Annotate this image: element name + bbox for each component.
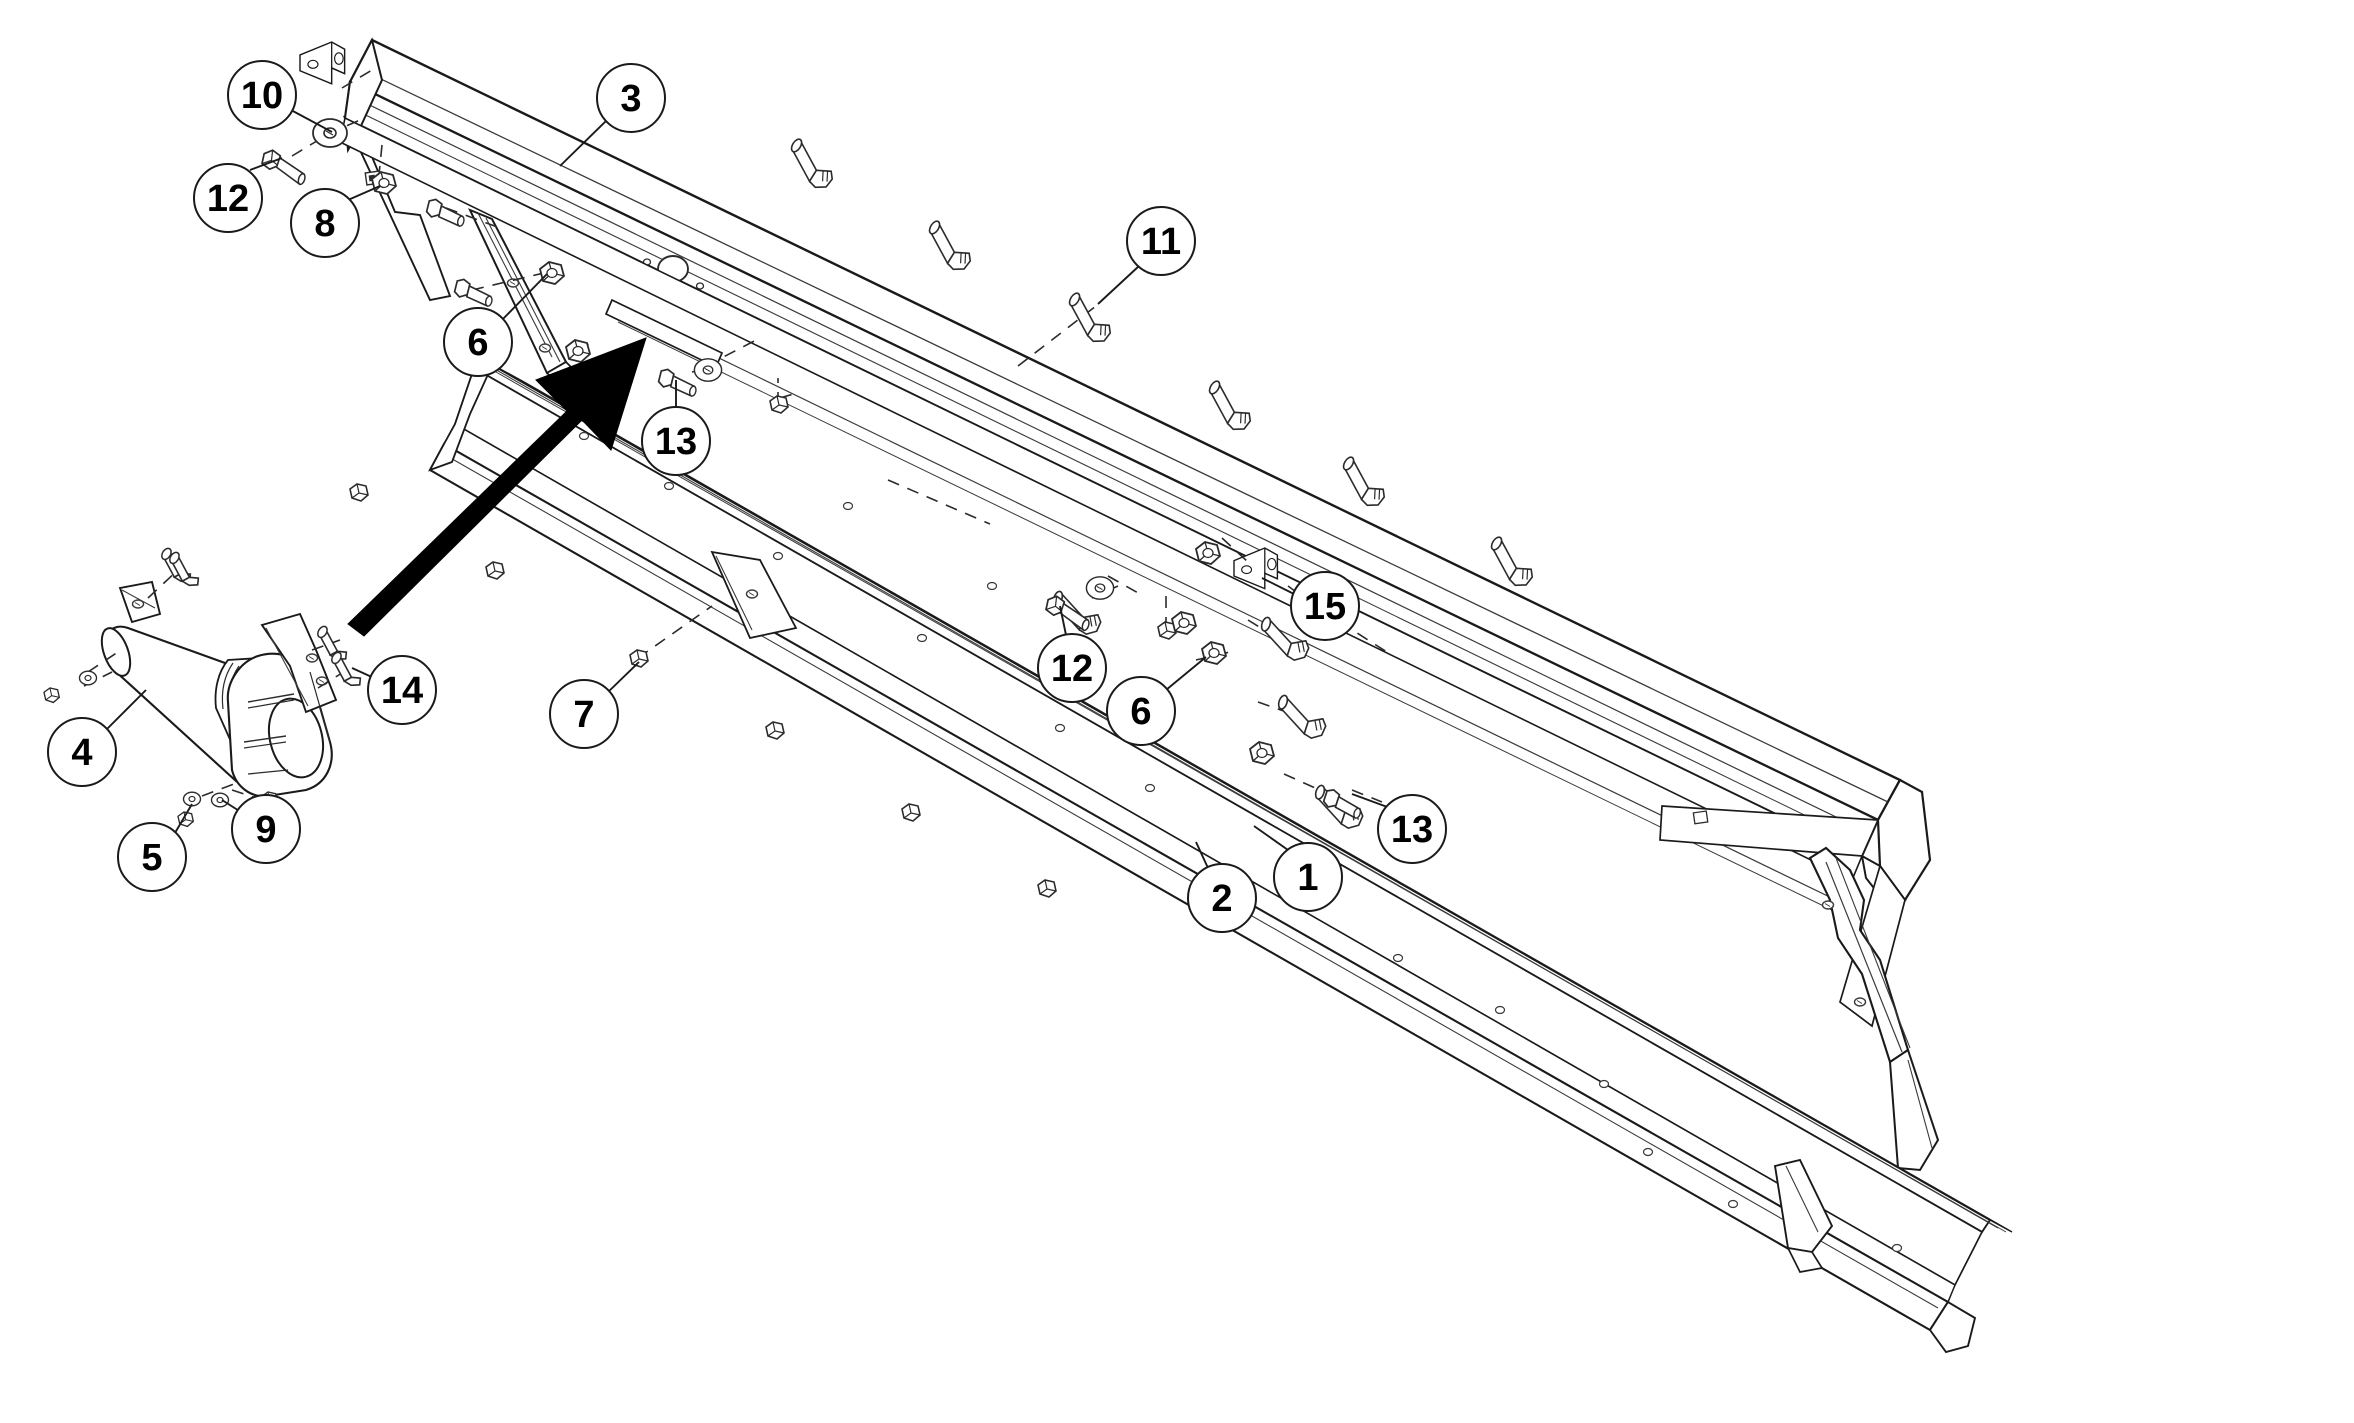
small-washer-5a: [182, 791, 202, 807]
callout-label-13-center: 13: [655, 421, 697, 463]
small-washer-9: [210, 792, 230, 808]
hex-nut-b: [485, 561, 505, 580]
leader-6b: [1165, 656, 1207, 691]
callout-balloon-3[interactable]: 3: [596, 63, 666, 133]
upper-hood-beam-part-3[interactable]: [339, 37, 1902, 913]
shoulder-bolt-left-upper: [424, 197, 469, 228]
leader-10: [290, 109, 333, 133]
angle-bracket-topleft[interactable]: [299, 41, 346, 85]
hex-nut-f: [1037, 879, 1057, 898]
frame-right-gusset: [1773, 1158, 1834, 1273]
callout-label-8: 8: [314, 203, 335, 245]
flange-nut-right-lower: [1249, 741, 1275, 765]
callout-label-4: 4: [71, 732, 92, 774]
callout-balloon-14[interactable]: 14: [367, 655, 437, 725]
small-washer-left-drum: [78, 670, 98, 686]
callout-balloon-7[interactable]: 7: [549, 679, 619, 749]
flange-nut-6-left-upper: [539, 261, 565, 285]
carriage-bolt-b: [916, 218, 980, 276]
leader-8: [347, 185, 381, 201]
hex-nut-c: [629, 649, 649, 668]
callout-balloon-13-right[interactable]: 13: [1377, 794, 1447, 864]
trough-mid-web-plate: [710, 550, 798, 640]
callout-leaders: [105, 109, 1391, 869]
carriage-bolt-h: [1270, 693, 1332, 743]
carriage-bolt-c: [1056, 290, 1120, 348]
callout-label-6-right: 6: [1130, 691, 1151, 733]
callout-label-3: 3: [620, 78, 641, 120]
flange-nut-6-right: [1201, 641, 1227, 665]
hex-nut-g: [769, 395, 789, 414]
callout-balloon-6-right[interactable]: 6: [1106, 676, 1176, 746]
callout-label-2: 2: [1211, 878, 1232, 920]
leader-12b: [1059, 605, 1067, 636]
leader-12a: [249, 157, 283, 171]
carriage-bolt-d: [1196, 378, 1260, 436]
leader-1: [1253, 825, 1289, 851]
hood-right-endplate[interactable]: [1659, 778, 1932, 1028]
callout-balloon-1[interactable]: 1: [1273, 842, 1343, 912]
leader-3: [559, 120, 607, 167]
hex-bolt-12-left: [257, 147, 312, 187]
leader-11: [1097, 265, 1140, 305]
callout-balloon-9[interactable]: 9: [231, 794, 301, 864]
callout-label-6-left: 6: [467, 322, 488, 364]
callout-balloon-15[interactable]: 15: [1290, 571, 1360, 641]
flat-washer-right: [1085, 576, 1115, 600]
callout-balloon-2[interactable]: 2: [1187, 863, 1257, 933]
flat-washer-10: [312, 118, 348, 148]
end-brace-plate-right-part-6[interactable]: [1808, 846, 1940, 1172]
callout-balloon-12-left[interactable]: 12: [193, 163, 263, 233]
callout-label-10: 10: [241, 75, 283, 117]
callout-label-5: 5: [141, 837, 162, 879]
leader-13b: [1351, 793, 1391, 809]
leader-6a: [499, 273, 548, 323]
shoulder-bolt-left-lower: [452, 277, 497, 308]
leader-15: [1261, 577, 1295, 595]
callout-balloon-4[interactable]: 4: [47, 717, 117, 787]
hex-nut-d: [765, 721, 785, 740]
carriage-bolt-a: [778, 136, 842, 194]
callout-balloon-10[interactable]: 10: [227, 60, 297, 130]
hex-nut-e: [901, 803, 921, 822]
callout-label-11: 11: [1141, 221, 1181, 263]
callout-balloon-8[interactable]: 8: [290, 188, 360, 258]
emphasis-arrow: [347, 337, 647, 637]
hex-nut-a: [349, 483, 369, 502]
callout-label-9: 9: [255, 809, 276, 851]
callout-label-7: 7: [573, 694, 594, 736]
callout-label-15: 15: [1304, 586, 1346, 628]
lower-trough-panel-part-2[interactable]: [428, 356, 2013, 1354]
callout-balloons: 10 12 8 3 6 11: [47, 60, 1447, 933]
callout-label-12-right: 12: [1051, 648, 1093, 690]
flange-nut-8: [371, 171, 397, 195]
callout-label-1: 1: [1297, 857, 1318, 899]
leader-2: [1195, 841, 1209, 869]
carriage-bolt-e: [1330, 454, 1394, 512]
roller-motor-head[interactable]: [214, 612, 338, 798]
callout-balloon-13-center[interactable]: 13: [641, 406, 711, 476]
small-nut-left-drum: [43, 687, 60, 704]
callout-label-14: 14: [381, 670, 423, 712]
callout-balloon-6-left[interactable]: 6: [443, 307, 513, 377]
flange-nut-6-left-lower: [565, 339, 591, 363]
callout-balloon-5[interactable]: 5: [117, 822, 187, 892]
callout-label-13-right: 13: [1391, 809, 1433, 851]
leader-4: [105, 689, 147, 731]
callout-label-12-left: 12: [207, 178, 249, 220]
hex-bolt-12-right: [1041, 593, 1096, 633]
callout-balloon-12-right[interactable]: 12: [1037, 633, 1107, 703]
flat-washer-center: [693, 358, 723, 382]
flange-nut-right-upper: [1171, 611, 1197, 635]
callout-balloon-11[interactable]: 11: [1126, 206, 1196, 276]
leader-7: [605, 661, 640, 695]
